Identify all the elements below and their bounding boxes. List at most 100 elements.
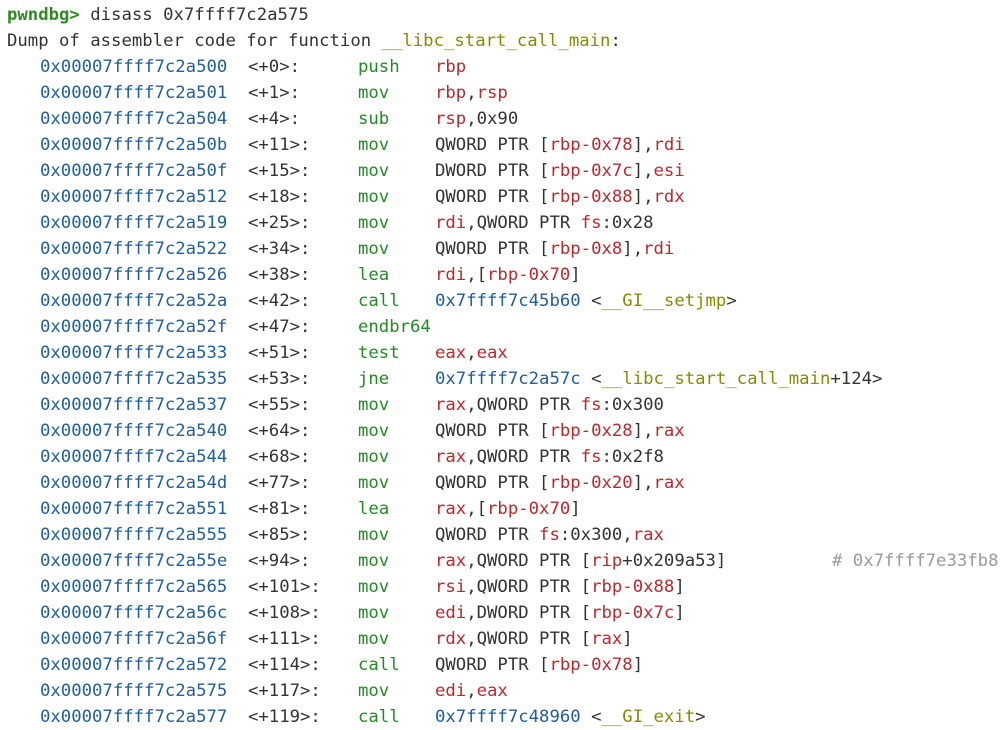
instruction-operands: rsp,0x90	[435, 106, 518, 132]
instruction-offset: <+53>:	[248, 369, 311, 389]
instruction-mnemonic: mov	[358, 681, 390, 701]
register: rbp-0x70	[487, 499, 571, 519]
instruction-mnemonic: sub	[358, 109, 390, 129]
instruction-operands: 0x7ffff7c45b60 <__GI__setjmp>	[435, 288, 737, 314]
instruction-address: 0x00007ffff7c2a512	[40, 187, 228, 207]
instruction-operands: 0x7ffff7c48960 <__GI_exit>	[435, 704, 706, 730]
instruction-address: 0x00007ffff7c2a56c	[40, 603, 228, 623]
instruction-mnemonic: mov	[358, 473, 390, 493]
instruction-mnemonic: call	[358, 655, 400, 675]
instruction-operands: rax,QWORD PTR fs:0x300	[435, 392, 664, 418]
instruction-operands: edi,eax	[435, 678, 508, 704]
instruction-offset: <+18>:	[248, 187, 311, 207]
operand-text: ],	[632, 187, 654, 207]
instruction-address: 0x00007ffff7c2a55e	[40, 551, 228, 571]
operand-text: ],	[632, 161, 654, 181]
instruction-address: 0x00007ffff7c2a555	[40, 525, 228, 545]
register: fs	[539, 525, 560, 545]
instruction-offset: <+94>:	[248, 551, 311, 571]
instruction-mnemonic: mov	[358, 239, 390, 259]
instruction-offset: <+55>:	[248, 395, 311, 415]
operand-text: QWORD PTR [	[435, 473, 550, 493]
register: rbp	[435, 83, 467, 103]
prompt-line: pwndbg> disass 0x7ffff7c2a575	[7, 2, 309, 28]
operand-text: :0x2f8	[601, 447, 664, 467]
instruction-address: 0x00007ffff7c2a50f	[40, 161, 228, 181]
instruction-address: 0x00007ffff7c2a540	[40, 421, 228, 441]
instruction-address: 0x00007ffff7c2a52f	[40, 317, 228, 337]
operand-text: ,QWORD PTR	[466, 395, 581, 415]
register: rsi	[435, 577, 467, 597]
register: eax	[476, 681, 508, 701]
operand-text: +124>	[830, 369, 883, 389]
symbol-name: __GI__setjmp	[601, 291, 727, 311]
register: eax	[435, 343, 467, 363]
instruction-operands: QWORD PTR [rbp-0x78],rdi	[435, 132, 685, 158]
instruction-operands: edi,DWORD PTR [rbp-0x7c]	[435, 600, 685, 626]
instruction-mnemonic: push	[358, 57, 400, 77]
instruction-mnemonic: jne	[358, 369, 390, 389]
register: rax	[435, 395, 467, 415]
instruction-mnemonic: mov	[358, 421, 390, 441]
target-address: 0x7ffff7c45b60	[435, 291, 581, 311]
instruction-mnemonic: mov	[358, 551, 390, 571]
operand-text: ,QWORD PTR [	[466, 577, 592, 597]
instruction-offset: <+51>:	[248, 343, 311, 363]
register: rbp-0x88	[549, 187, 633, 207]
instruction-address: 0x00007ffff7c2a504	[40, 109, 228, 129]
register: rax	[653, 473, 685, 493]
instruction-offset: <+11>:	[248, 135, 311, 155]
operand-text: :0x300,	[559, 525, 633, 545]
operand-text: ,	[466, 681, 477, 701]
operand-text: <	[580, 291, 602, 311]
operand-text: >	[695, 707, 706, 727]
operand-text: <	[580, 707, 602, 727]
instruction-address: 0x00007ffff7c2a544	[40, 447, 228, 467]
operand-text: ],	[622, 239, 644, 259]
instruction-offset: <+47>:	[248, 317, 311, 337]
instruction-operands: QWORD PTR [rbp-0x78]	[435, 652, 643, 678]
operand-text: QWORD PTR [	[435, 655, 550, 675]
register: edi	[435, 681, 467, 701]
operand-text: :0x300	[601, 395, 664, 415]
operand-text: :0x28	[601, 213, 654, 233]
instruction-offset: <+101>:	[248, 577, 321, 597]
instruction-mnemonic: mov	[358, 629, 390, 649]
register: rax	[591, 629, 623, 649]
instruction-mnemonic: call	[358, 707, 400, 727]
instruction-mnemonic: call	[358, 291, 400, 311]
instruction-comment: # 0x7ffff7e33fb8	[832, 551, 999, 571]
instruction-operands: rdi,QWORD PTR fs:0x28	[435, 210, 654, 236]
symbol-name: __GI_exit	[601, 707, 696, 727]
instruction-address: 0x00007ffff7c2a500	[40, 57, 228, 77]
instruction-offset: <+68>:	[248, 447, 311, 467]
instruction-mnemonic: mov	[358, 577, 390, 597]
instruction-address: 0x00007ffff7c2a50b	[40, 135, 228, 155]
operand-text: QWORD PTR [	[435, 187, 550, 207]
target-address: 0x7ffff7c2a57c	[435, 369, 581, 389]
instruction-offset: <+4>:	[248, 109, 301, 129]
instruction-operands: rsi,QWORD PTR [rbp-0x88]	[435, 574, 685, 600]
instruction-offset: <+85>:	[248, 525, 311, 545]
instruction-address: 0x00007ffff7c2a522	[40, 239, 228, 259]
instruction-operands: rdx,QWORD PTR [rax]	[435, 626, 633, 652]
instruction-offset: <+108>:	[248, 603, 321, 623]
operand-text: ,0x90	[466, 109, 519, 129]
target-address: 0x7ffff7c48960	[435, 707, 581, 727]
register: rdi	[435, 213, 467, 233]
instruction-mnemonic: mov	[358, 603, 390, 623]
instruction-mnemonic: lea	[358, 499, 390, 519]
instruction-offset: <+42>:	[248, 291, 311, 311]
instruction-operands: rdi,[rbp-0x70]	[435, 262, 581, 288]
symbol-name: __libc_start_call_main	[601, 369, 831, 389]
